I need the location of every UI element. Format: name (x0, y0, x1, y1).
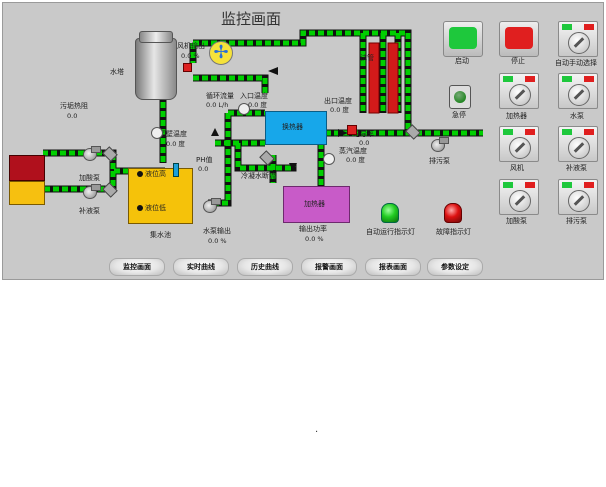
outlet-temp-label: 出口温度 (324, 97, 352, 105)
cooling-tower-top (139, 31, 173, 43)
sump-label: 集水池 (150, 231, 171, 239)
sewage-heat-value: 0.0 (67, 112, 78, 120)
page-title: 监控画面 (221, 10, 282, 28)
wall-temp-value: 0.0 度 (166, 140, 185, 148)
estop-label: 急停 (452, 111, 466, 119)
fan-output-label: 风机输出 (177, 42, 205, 50)
fan-icon[interactable]: ✢ (209, 41, 233, 65)
level-low-dot (137, 205, 143, 211)
drain-pump-icon[interactable] (431, 137, 449, 152)
ph-label: PH值 (196, 156, 213, 164)
water-pump-icon[interactable] (203, 198, 221, 213)
outlet-temp-value: 0.0 度 (330, 106, 349, 114)
flow-arrow-icon (211, 128, 219, 136)
makeup-selector[interactable] (558, 126, 598, 162)
run-lamp-icon (381, 203, 399, 223)
nav-report-button[interactable]: 报表画面 (365, 258, 421, 276)
level-high-label: 液位高 (145, 170, 166, 178)
heat-exchanger: 换热器 (265, 111, 327, 145)
inlet-temp-label: 入口温度 (240, 92, 268, 100)
makeup-pump-icon[interactable] (83, 184, 101, 199)
run-lamp-label: 自动运行指示灯 (366, 228, 415, 236)
heater-selector[interactable] (499, 73, 539, 109)
wall-temp-label: 围壁温度 (159, 130, 187, 138)
sensor-gauge-icon (238, 103, 250, 115)
heat-exchanger-label: 换热器 (282, 123, 303, 131)
acid-selector[interactable] (499, 179, 539, 215)
fault-lamp-label: 故障指示灯 (436, 228, 471, 236)
output-power-value: 0.0 % (305, 235, 324, 243)
fault-lamp-icon (444, 203, 462, 223)
level-low-label: 液位低 (145, 204, 166, 212)
tank-red (9, 155, 45, 181)
start-label: 启动 (455, 57, 469, 65)
nav-monitor-button[interactable]: 监控画面 (109, 258, 165, 276)
acid-pump-label: 加酸泵 (79, 174, 100, 182)
nav-alarm-button[interactable]: 报警画面 (301, 258, 357, 276)
makeup-selector-label: 补液泵 (566, 164, 587, 172)
inlet-temp-value: 0.0 度 (248, 101, 267, 109)
footer-mark: . (315, 424, 319, 435)
nav-settings-button[interactable]: 参数设定 (427, 258, 483, 276)
cooling-tower (135, 38, 177, 100)
start-button[interactable] (443, 21, 483, 57)
cooling-tower-label: 水塔 (110, 68, 124, 76)
steam-temp-value: 0.0 度 (346, 156, 365, 164)
flow-arrow-icon (338, 129, 348, 137)
output-power-label: 输出功率 (299, 225, 327, 233)
fan-output-value: 0.0 % (181, 52, 200, 60)
auto-manual-selector[interactable] (558, 21, 598, 57)
pump-output-label: 水泵输出 (203, 227, 231, 235)
auto-manual-label: 自动手动选择 (555, 59, 597, 67)
drain-selector[interactable] (558, 179, 598, 215)
estop-button[interactable] (449, 85, 471, 109)
nav-realtime-button[interactable]: 实时曲线 (173, 258, 229, 276)
circ-flow-label: 循环流量 (206, 92, 234, 100)
ph-value: 0.0 (198, 165, 209, 173)
sewage-heat-label: 污垢热阻 (60, 102, 88, 110)
drain-selector-label: 排污泵 (566, 217, 587, 225)
makeup-pump-label: 补液泵 (79, 207, 100, 215)
acid-selector-label: 加酸泵 (506, 217, 527, 225)
ph-probe-icon (173, 163, 179, 177)
nav-history-button[interactable]: 历史曲线 (237, 258, 293, 276)
stop-label: 停止 (511, 57, 525, 65)
stop-button[interactable] (499, 21, 539, 57)
flow-arrow-icon (289, 163, 297, 171)
pump-output-value: 0.0 % (208, 237, 227, 245)
level-high-dot (137, 171, 143, 177)
tank-yellow (9, 181, 45, 205)
flow-arrow-icon (268, 67, 278, 75)
steam-temp-label: 蒸汽温度 (339, 147, 367, 155)
cond-water-label: 冷凝水断流 (241, 172, 276, 180)
fan-selector[interactable] (499, 126, 539, 162)
conductivity-sensor-icon (347, 125, 357, 135)
conductivity-label: 电导率 (353, 130, 374, 138)
test-tube-2 (387, 42, 399, 114)
drain-pump-label: 排污泵 (429, 157, 450, 165)
heater-selector-label: 加热器 (506, 112, 527, 120)
fan-selector-label: 风机 (510, 164, 524, 172)
scada-panel: 监控画面 水塔 风机输出 0.0 % ✢ 污垢热阻 0.0 循环流量 0.0 L… (2, 2, 604, 280)
sump-tank (128, 168, 193, 224)
sensor-gauge-icon (151, 127, 163, 139)
heater-label: 加热器 (304, 200, 325, 208)
conductivity-value: 0.0 (359, 139, 370, 147)
sensor-gauge-icon (323, 153, 335, 165)
heater: 加热器 (283, 186, 350, 223)
pump-selector[interactable] (558, 73, 598, 109)
test-tube-label: 试管 (360, 54, 374, 62)
test-tube-1 (368, 42, 380, 114)
estop-knob-icon (454, 91, 466, 103)
pump-selector-label: 水泵 (570, 112, 584, 120)
fan-indicator (183, 63, 192, 72)
circ-flow-value: 0.0 L/h (206, 101, 229, 109)
acid-pump-icon[interactable] (83, 146, 101, 161)
